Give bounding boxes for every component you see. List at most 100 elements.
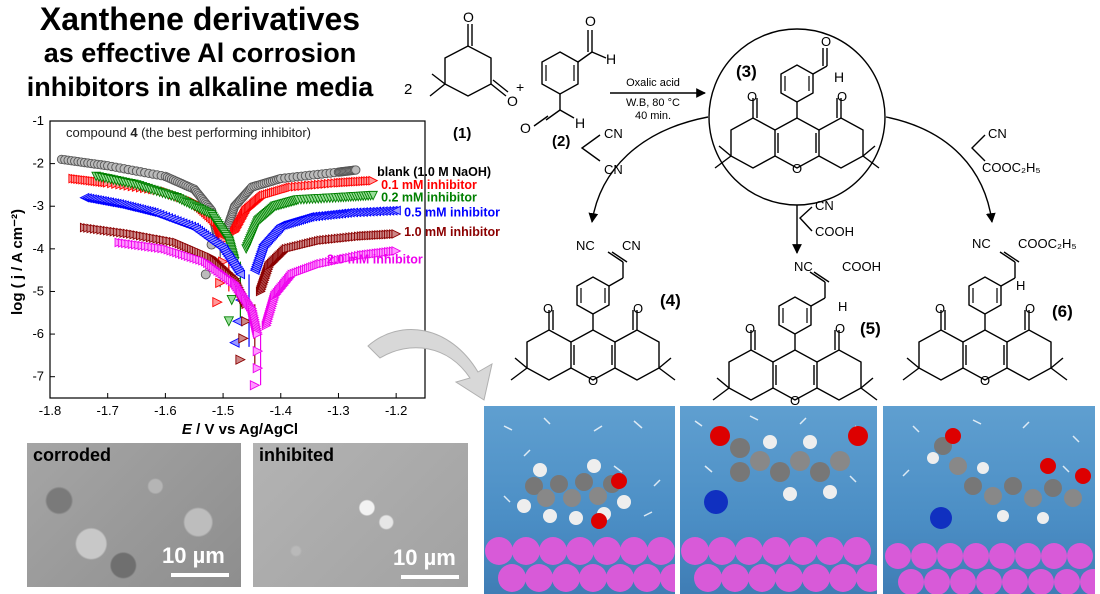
product-4-cn: CN bbox=[622, 238, 641, 253]
title-line-3: inhibitors in alkaline media bbox=[26, 72, 374, 102]
series-point bbox=[235, 269, 246, 280]
y-tick-label: -3 bbox=[32, 198, 44, 213]
y-tick-label: -2 bbox=[32, 156, 44, 171]
series-label: blank (1.0 M NaOH) bbox=[377, 165, 491, 179]
intermediate-3-structure bbox=[714, 48, 880, 169]
arrow-to-6 bbox=[885, 116, 996, 223]
sem-inhibited-image: inhibited 10 µm bbox=[253, 443, 468, 587]
reactant-2-hydrogen-b: H bbox=[575, 115, 585, 131]
reactant-2-label: (2) bbox=[552, 133, 570, 150]
product-4-oxygen-right: O bbox=[633, 301, 643, 316]
series-point bbox=[368, 190, 379, 201]
x-tick-label: -1.8 bbox=[39, 403, 61, 418]
chart-annotation: compound 4 (the best performing inhibito… bbox=[66, 125, 311, 140]
series-point bbox=[249, 379, 261, 391]
product-6-structure bbox=[902, 251, 1068, 381]
intermediate-3-aldehyde-h: H bbox=[834, 69, 844, 85]
sem-corroded-image: corroded 10 µm bbox=[27, 443, 241, 587]
series-point bbox=[212, 296, 223, 308]
y-tick-label: -5 bbox=[32, 283, 44, 298]
reactant-1-structure bbox=[429, 24, 509, 97]
md-snapshot-5 bbox=[680, 406, 877, 594]
series-point bbox=[223, 316, 235, 327]
series-label: 0.2 mM inhibitor bbox=[381, 191, 477, 205]
series-point bbox=[241, 316, 252, 327]
reactant-2-oxygen-a: O bbox=[585, 13, 596, 29]
series-label: 1.0 mM inhibitor bbox=[404, 225, 500, 239]
product-6-nc: NC bbox=[972, 236, 991, 251]
sem-corroded-scale-bar bbox=[171, 573, 229, 577]
plot-frame bbox=[49, 120, 426, 399]
ethyl-cyanoacetate-structure bbox=[971, 134, 986, 162]
product-5-cooh: COOH bbox=[842, 259, 881, 274]
series-point bbox=[391, 246, 402, 256]
product-5-structure bbox=[712, 271, 878, 401]
series-label: 0.1 mM inhibitor bbox=[381, 178, 477, 192]
reactant-1-oxygen-b: O bbox=[507, 93, 518, 109]
y-axis-label: log ( j / A cm⁻²) bbox=[9, 209, 26, 315]
condition-reagent: Oxalic acid bbox=[626, 77, 680, 89]
md-snapshot-4 bbox=[484, 406, 675, 594]
series-point bbox=[238, 333, 249, 344]
x-axis-label: E / V vs Ag/AgCl bbox=[182, 421, 298, 438]
malononitrile-cn-top: CN bbox=[604, 126, 623, 141]
series-5: 2.0 mM inhibitor bbox=[114, 237, 423, 391]
intermediate-3-oxygen-left: O bbox=[747, 89, 757, 104]
md-6-water bbox=[902, 419, 1080, 477]
md-6-molecule bbox=[927, 428, 1091, 529]
cyanoacetic-cooh: COOH bbox=[815, 224, 854, 239]
intermediate-3-label: (3) bbox=[736, 62, 757, 81]
intermediate-3-oxygen-right: O bbox=[837, 89, 847, 104]
x-tick-label: -1.3 bbox=[327, 403, 349, 418]
product-5-nc: NC bbox=[794, 259, 813, 274]
product-6-oxygen-left: O bbox=[935, 301, 945, 316]
series-point bbox=[235, 354, 246, 365]
y-tick-label: -6 bbox=[32, 326, 44, 341]
product-4-label: (4) bbox=[660, 291, 681, 310]
product-4-nc: NC bbox=[576, 238, 595, 253]
annotation-compound: 4 bbox=[130, 125, 138, 140]
series-point bbox=[368, 175, 379, 186]
figure-title: Xanthene derivatives as effective Al cor… bbox=[4, 2, 396, 104]
product-5-label: (5) bbox=[860, 319, 881, 338]
sem-corroded-scale-label: 10 µm bbox=[162, 543, 225, 568]
md-4-surface bbox=[485, 537, 675, 592]
series-point bbox=[390, 205, 401, 216]
title-line-1: Xanthene derivatives bbox=[39, 1, 361, 37]
x-tick-label: -1.4 bbox=[270, 403, 292, 418]
x-axis-label-symbol: E bbox=[182, 421, 193, 438]
annotation-suffix: (the best performing inhibitor) bbox=[138, 125, 311, 140]
reactant-2-structure bbox=[533, 30, 607, 127]
malononitrile-cn-bottom: CN bbox=[604, 162, 623, 177]
reactant-2-hydrogen-a: H bbox=[606, 51, 616, 67]
md-4-molecule bbox=[517, 459, 631, 529]
x-tick-label: -1.7 bbox=[96, 403, 118, 418]
series-point bbox=[226, 295, 237, 306]
md-4-water bbox=[503, 417, 661, 517]
sem-inhibited-label: inhibited bbox=[259, 445, 334, 465]
sem-inhibited-scale-label: 10 µm bbox=[393, 545, 456, 570]
annotation-prefix: compound bbox=[66, 125, 130, 140]
product-5-hydrogen: H bbox=[838, 299, 847, 314]
product-4-oxygen-left: O bbox=[543, 301, 553, 316]
intermediate-3-aldehyde-o: O bbox=[821, 34, 831, 49]
product-4-ring-oxygen: O bbox=[588, 373, 598, 388]
md-5-surface bbox=[681, 537, 877, 592]
x-tick-label: -1.2 bbox=[385, 403, 407, 418]
arrow-to-4 bbox=[588, 116, 709, 223]
md-snapshot-6 bbox=[883, 406, 1095, 594]
cyanoacetic-cn: CN bbox=[815, 198, 834, 213]
series-point bbox=[391, 229, 402, 239]
sem-inhibited-scale-bar bbox=[401, 575, 459, 579]
plus-sign: + bbox=[516, 79, 524, 95]
series-label: 0.5 mM inhibitor bbox=[404, 206, 500, 220]
intermediate-3-ring-oxygen: O bbox=[792, 161, 802, 176]
reactant-1-oxygen-a: O bbox=[463, 9, 474, 25]
product-6-ester: COOC₂H₅ bbox=[1018, 236, 1077, 251]
product-5-ring-oxygen: O bbox=[790, 393, 800, 408]
series-point bbox=[200, 269, 211, 280]
curved-arrow bbox=[367, 329, 493, 401]
ethyl-cyanoacetate-ester: COOC₂H₅ bbox=[982, 160, 1041, 175]
